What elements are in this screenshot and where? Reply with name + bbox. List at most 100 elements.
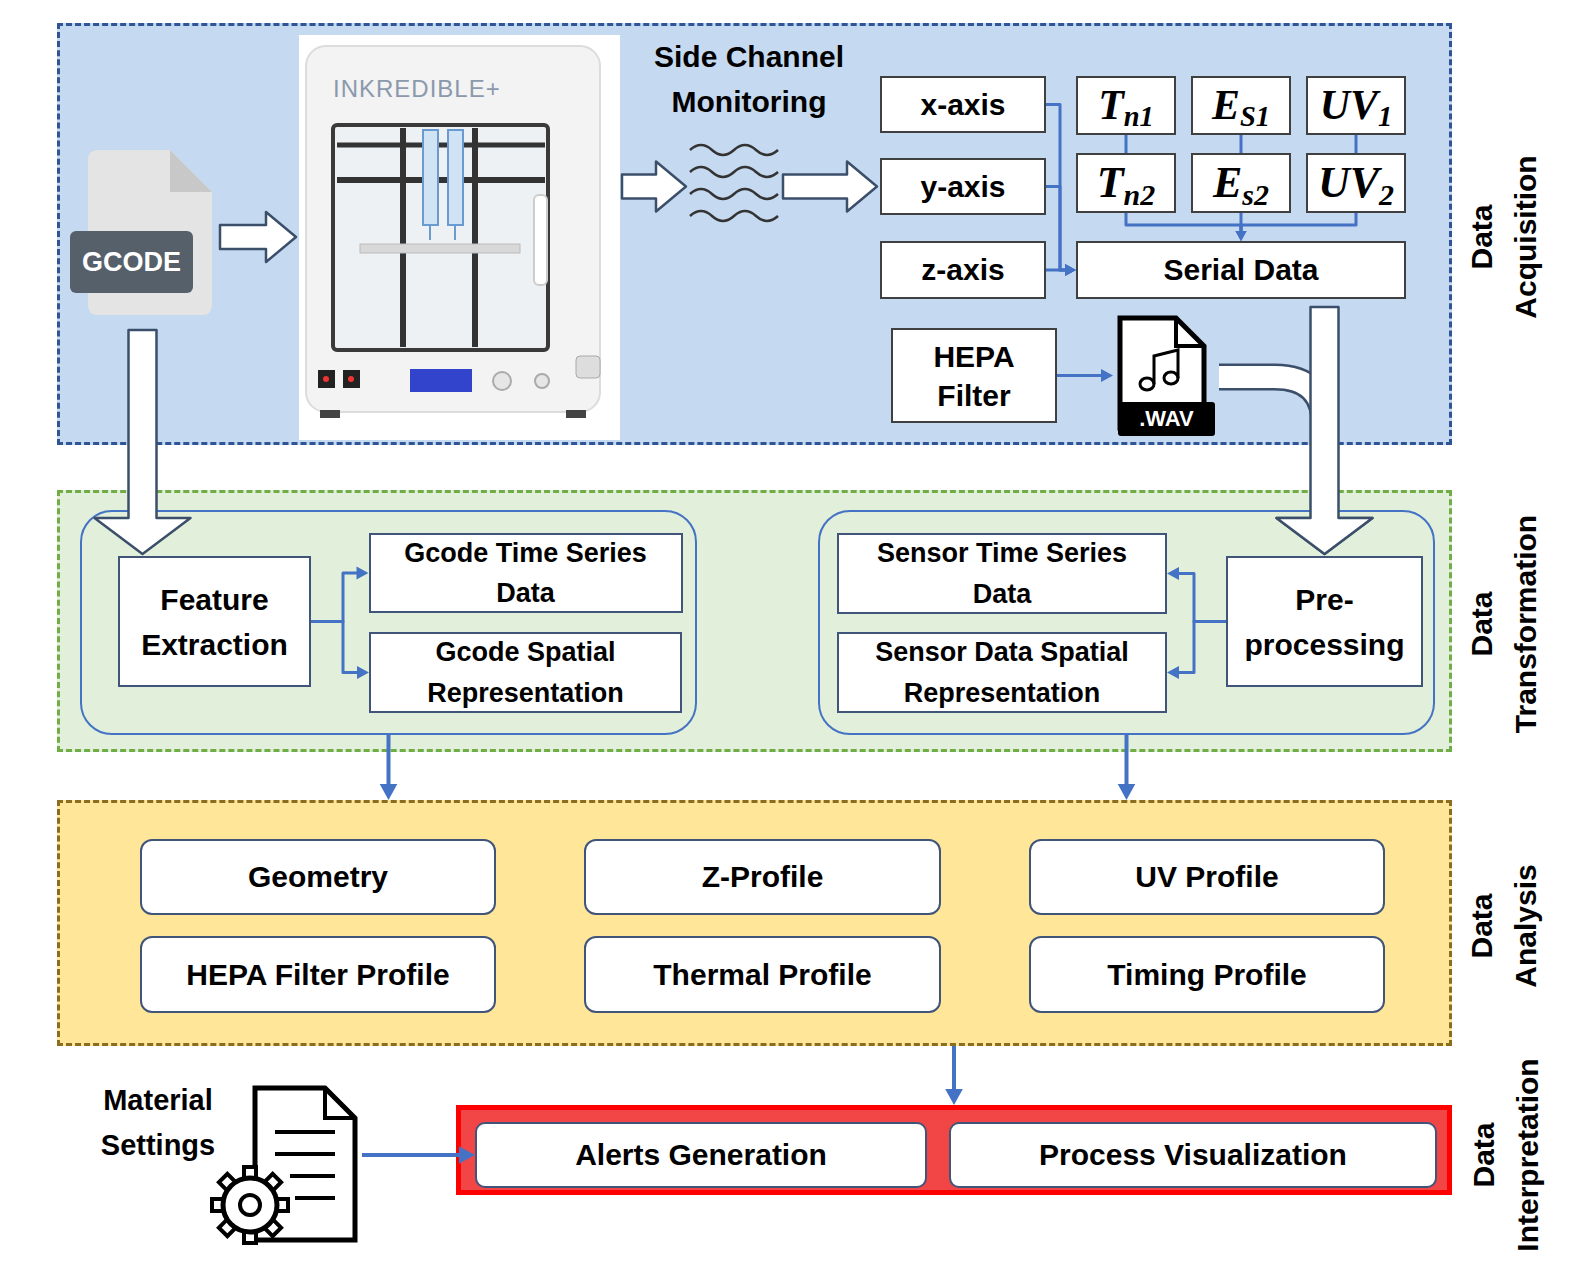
connector-part [220, 212, 296, 262]
flow-connector [1356, 135, 1357, 153]
group-box: Sensor Time Series DataSensor Data Spati… [818, 510, 1435, 735]
flow-connector [1046, 105, 1076, 277]
printer-illustration-part [410, 369, 472, 392]
node-text: Timing Profile [1107, 953, 1306, 997]
profile-box: Timing Profile [1029, 936, 1385, 1013]
node-text: .WAV [1118, 402, 1215, 436]
flow-connector [1236, 213, 1357, 241]
connector-part [1167, 567, 1179, 580]
wav-file-icon [1120, 318, 1204, 428]
node-text: n1 [1124, 103, 1154, 132]
gcode-file-icon-part [88, 150, 212, 315]
connector-part [1240, 135, 1243, 153]
flow-connector [622, 162, 877, 212]
connector-part [1118, 784, 1136, 800]
process-box: Feature Extraction [118, 556, 311, 687]
sensor-box: UV1 [1306, 76, 1406, 135]
process-box: Serial Data [1076, 241, 1406, 299]
settings-document-icon-part [290, 1174, 335, 1178]
connector-part [1101, 369, 1113, 382]
node-text: UV [1320, 85, 1378, 127]
printer-illustration-part [343, 370, 360, 388]
node-text: x-axis [920, 83, 1005, 127]
signal-waves-part [690, 211, 778, 221]
connector-part [1125, 135, 1128, 153]
flow-connector [1046, 187, 1076, 277]
connector-part [357, 666, 369, 679]
stage-label: Data Analysis [1460, 851, 1547, 1001]
connector-part [1065, 264, 1076, 276]
connector-part [311, 573, 358, 622]
signal-waves [690, 145, 778, 221]
node-text: Gcode Time Series Data [377, 533, 675, 614]
signal-waves-part [690, 167, 778, 177]
settings-document-icon [212, 1088, 355, 1243]
node-text: E [1213, 161, 1242, 205]
flow-connector [362, 1146, 475, 1164]
output-box: Alerts Generation [475, 1122, 927, 1188]
flow-connector [1277, 307, 1373, 554]
node-text: n2 [1124, 180, 1156, 210]
flow-connector [1118, 735, 1136, 800]
printer-illustration-part [337, 177, 545, 183]
connector-part [1046, 269, 1066, 272]
connector-part [1065, 264, 1076, 276]
printer-illustration-part [454, 225, 456, 240]
sensor-box: ES1 [1191, 76, 1291, 135]
node-text: INKREDIBLE+ [333, 75, 501, 103]
connector-part [1236, 231, 1247, 241]
free-label: Side Channel Monitoring [636, 34, 862, 124]
axis-box: x-axis [880, 76, 1046, 133]
connector-part [1178, 574, 1226, 622]
settings-document-icon-part [275, 1152, 335, 1156]
sensor-box: Tn1 [1076, 76, 1176, 135]
printer-illustration-part [337, 143, 545, 148]
printer-illustration-part [429, 225, 431, 240]
connector-part [1126, 213, 1241, 232]
node-text: Serial Data [1163, 248, 1318, 292]
connector-part [1241, 213, 1356, 232]
connector-part [1125, 735, 1129, 785]
flow-connector [1241, 135, 1242, 153]
node-text: T [1097, 161, 1124, 205]
printer-illustration-part [493, 372, 511, 390]
wav-file-icon-part [1176, 318, 1204, 346]
connector-part [783, 162, 877, 212]
wav-file-icon-part [1120, 318, 1204, 428]
flow-connector [1167, 567, 1226, 622]
connector-part [459, 1146, 475, 1164]
stage-band: Data AnalysisGeometryZ-ProfileUV Profile… [57, 800, 1452, 1046]
axis-box: z-axis [880, 241, 1046, 299]
connector-part [1046, 105, 1066, 271]
profile-box: Z-Profile [584, 839, 941, 915]
process-box: Pre-processing [1226, 556, 1423, 687]
printer-illustration-part [472, 128, 478, 347]
printer-illustration-part [360, 244, 520, 253]
stage-band: Data TransformationFeature ExtractionGco… [57, 490, 1452, 752]
connector-part [362, 1153, 460, 1157]
stage-band: Data InterpretationAlerts GenerationProc… [456, 1105, 1452, 1195]
gcode-file-icon [88, 150, 212, 315]
connector-part [1046, 187, 1066, 271]
wav-file-icon-part [1140, 378, 1154, 390]
settings-document-icon-part [275, 1130, 335, 1134]
node-text: Thermal Profile [653, 953, 871, 997]
node-text: 2 [1379, 180, 1394, 210]
sensor-box: UV2 [1306, 153, 1406, 213]
node-text: Sensor Time Series Data [845, 533, 1159, 614]
printer-illustration-part [534, 195, 547, 285]
process-box: Sensor Time Series Data [837, 533, 1167, 614]
node-text: Alerts Generation [575, 1133, 827, 1177]
node-text: y-axis [920, 165, 1005, 209]
node-text: Geometry [248, 855, 388, 899]
connector-part [1219, 377, 1325, 516]
flow-connector [1126, 135, 1127, 153]
connector-part [1277, 307, 1373, 554]
node-text: HEPA Filter Profile [186, 953, 449, 997]
wav-file-icon-part [1154, 350, 1178, 384]
node-text: E [1212, 85, 1240, 127]
settings-document-icon-part [295, 1196, 335, 1200]
node-text: z-axis [921, 248, 1004, 292]
connector-part [1219, 377, 1325, 516]
signal-waves-part [690, 145, 778, 155]
